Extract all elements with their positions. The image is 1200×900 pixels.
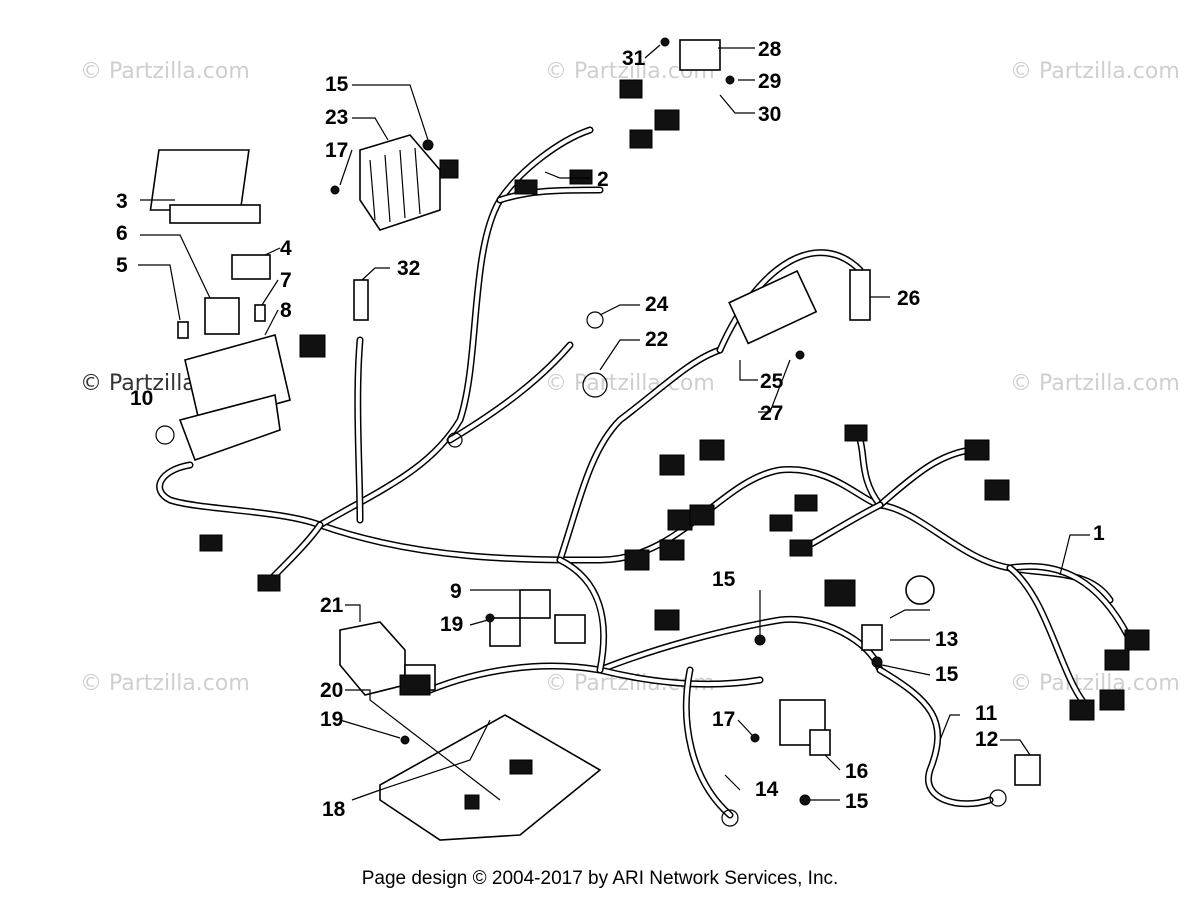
cap-connector [849,269,871,321]
callout-22: 22 [645,328,668,351]
callout-15-regulator: 15 [325,73,349,96]
fuse-box-cover [149,149,261,224]
callout-17-solenoid: 17 [712,708,735,731]
callout-2: 2 [597,168,609,191]
relay-switches [489,589,586,647]
voltage-regulator [359,134,459,231]
callout-24: 24 [645,293,669,316]
callout-20: 20 [320,679,343,702]
callout-30: 30 [758,103,781,126]
callout-10: 10 [130,387,153,410]
ring-terminals [330,37,1007,827]
callout-14: 14 [755,778,779,801]
callout-7: 7 [280,269,292,292]
callout-1: 1 [1093,522,1105,545]
relay [204,297,240,335]
battery-cable-boot [1014,754,1041,786]
callout-29: 29 [758,70,781,93]
callout-15-cap: 15 [935,663,959,686]
callout-15-solenoid-bottom: 15 [845,790,869,813]
terminal-cap [861,624,883,651]
callout-23: 23 [325,106,348,129]
leader-lines [138,44,1090,801]
callout-21: 21 [320,594,344,617]
watermark: © Partzilla.com [1010,59,1180,84]
tilt-sensor [679,39,721,71]
callout-4: 4 [280,237,292,260]
callout-labels: 1 2 3 4 5 6 7 8 9 10 11 12 13 14 15 15 1… [116,38,1105,821]
callout-3: 3 [116,190,128,213]
ignition-coil [728,269,818,345]
starter-solenoid [779,699,831,756]
callout-9: 9 [450,580,462,603]
callout-11: 11 [975,702,998,725]
callout-6: 6 [116,222,128,245]
callout-8: 8 [280,299,292,322]
connectors [199,79,1150,721]
callout-31: 31 [622,47,646,70]
o2-sensor [353,279,369,321]
callout-26: 26 [897,287,920,310]
callout-25: 25 [760,370,784,393]
callout-32: 32 [397,257,420,280]
watermark: © Partzilla.com [1010,671,1180,696]
mounting-plate [379,714,602,841]
retaining-clip [155,425,175,445]
callout-5: 5 [116,254,128,277]
main-harness [156,126,1134,819]
watermark: © Partzilla.com [80,59,250,84]
copyright-footer: Page design © 2004-2017 by ARI Network S… [361,868,839,889]
watermark: © Partzilla.com [80,671,250,696]
watermark: © Partzilla.com [545,371,715,396]
fuse-left [177,321,189,339]
relay-small [231,254,271,280]
callout-27: 27 [760,402,783,425]
callout-18: 18 [322,798,346,821]
callout-12: 12 [975,728,998,751]
callout-15-solenoid-top: 15 [712,568,736,591]
callout-19-switch: 19 [440,613,463,636]
callout-19-plate: 19 [320,708,343,731]
callout-28: 28 [758,38,782,61]
callout-13: 13 [935,628,958,651]
fuse-block [178,334,326,462]
fuse-right [254,304,266,322]
watermark: © Partzilla.com [1010,371,1180,396]
callout-16: 16 [845,760,868,783]
callout-17-regulator: 17 [325,139,348,162]
